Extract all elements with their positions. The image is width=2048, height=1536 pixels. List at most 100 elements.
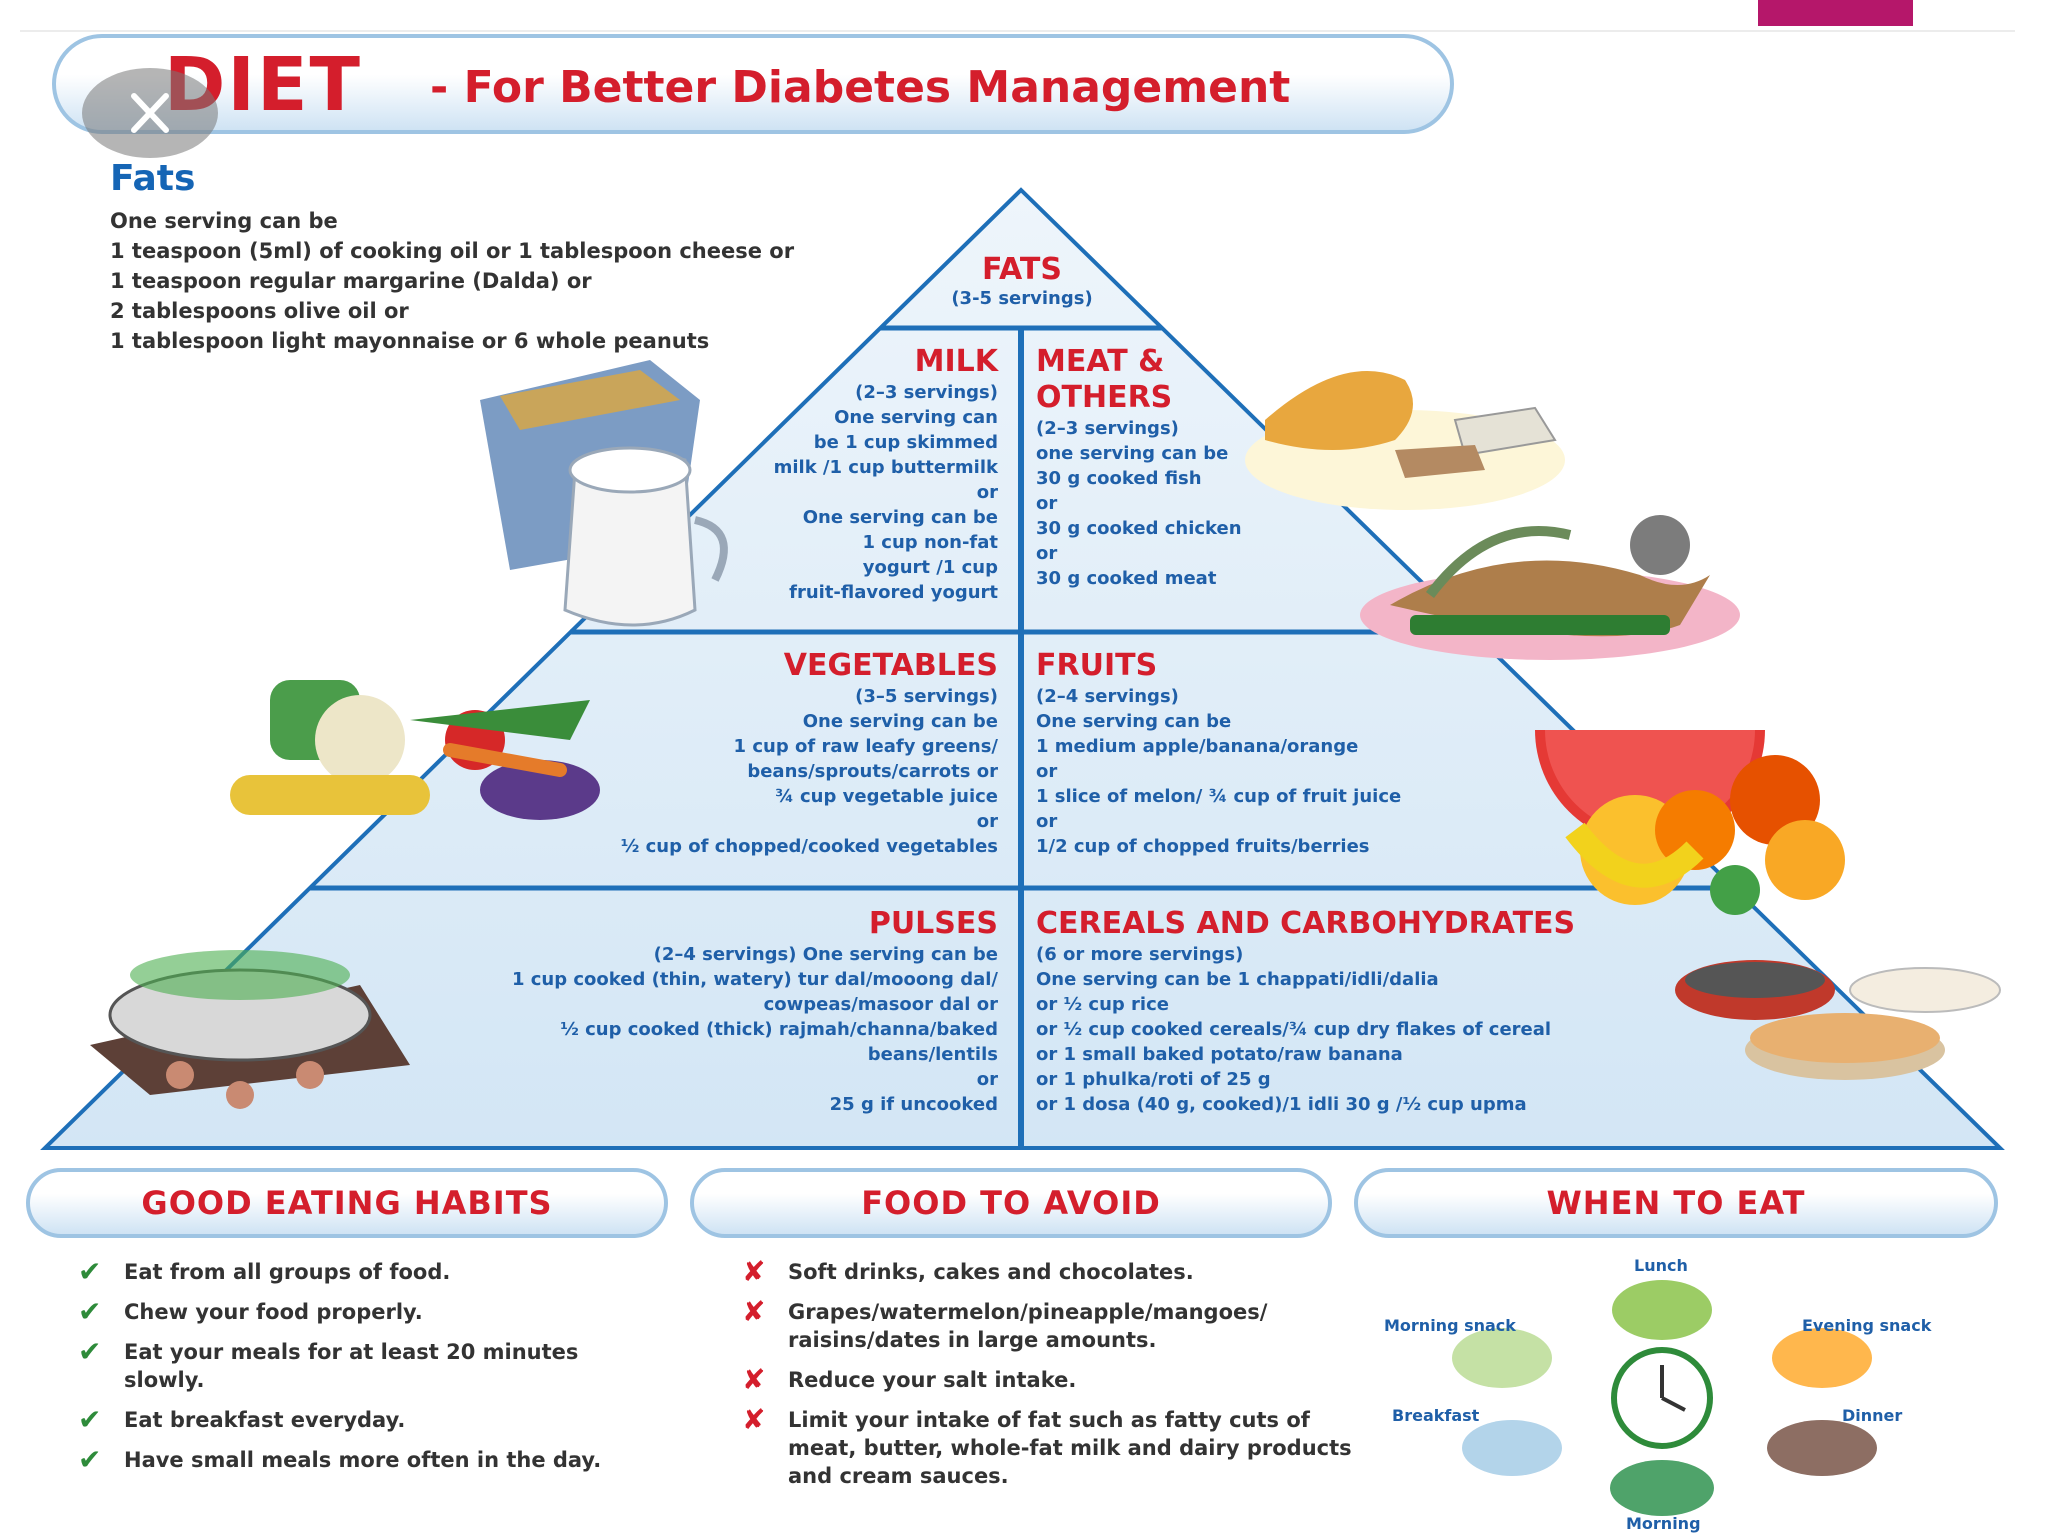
- meat-line: 30 g cooked fish: [1036, 468, 1202, 489]
- cross-icon: ✘: [742, 1363, 766, 1396]
- cereals-line: One serving can be 1 chappati/idli/dalia: [1036, 969, 1439, 990]
- fruits-line: or: [1036, 761, 1058, 782]
- milk-line: or: [976, 482, 998, 503]
- meat-line: or: [1036, 543, 1058, 564]
- vegetables-line: ½ cup of chopped/cooked vegetables: [620, 836, 998, 857]
- milk-line: (2–3 servings): [855, 382, 998, 403]
- meal-label-evening-snack: Evening snack: [1802, 1316, 1932, 1335]
- pulses-line: beans/lentils: [867, 1044, 998, 1065]
- vegetables-tier: VEGETABLES (3–5 servings) One serving ca…: [398, 648, 998, 859]
- list-item: ✔Chew your food properly.: [78, 1295, 423, 1328]
- meal-label-lunch: Lunch: [1634, 1256, 1688, 1275]
- milk-line: fruit-flavored yogurt: [789, 582, 998, 603]
- milk-line: yogurt /1 cup: [862, 557, 998, 578]
- close-button[interactable]: [82, 68, 218, 158]
- fats-heading: Fats: [110, 158, 196, 199]
- corner-tab[interactable]: [1758, 0, 1913, 26]
- milk-tier: MILK (2–3 servings) One serving can be 1…: [398, 344, 998, 605]
- meat-line: or: [1036, 493, 1058, 514]
- pulses-line: (2–4 servings) One serving can be: [653, 944, 998, 965]
- fish-illustration: [1360, 515, 1740, 660]
- pulses-line: cowpeas/masoor dal or: [763, 994, 998, 1015]
- list-item: ✔Have small meals more often in the day.: [78, 1443, 602, 1476]
- when-to-eat-header: WHEN TO EAT: [1354, 1168, 1998, 1238]
- meal-label-dinner: Dinner: [1842, 1406, 1903, 1425]
- vegetables-illustration: [230, 680, 600, 820]
- milk-title: MILK: [914, 344, 998, 379]
- list-item: ✘Reduce your salt intake.: [742, 1363, 1077, 1396]
- fruits-line: 1/2 cup of chopped fruits/berries: [1036, 836, 1370, 857]
- fruits-line: One serving can be: [1036, 711, 1232, 732]
- meal-label-morning-snack: Morning snack: [1384, 1316, 1516, 1335]
- vegetables-line: or: [976, 811, 998, 832]
- meal-label-morning: Morning: [1626, 1514, 1701, 1533]
- pulses-title: PULSES: [868, 906, 998, 941]
- milk-illustration: [480, 360, 728, 627]
- meal-clock-illustration: [1452, 1280, 1877, 1516]
- meat-tier: MEAT & OTHERS (2–3 servings) one serving…: [1036, 344, 1716, 591]
- list-item: ✔Eat from all groups of food.: [78, 1255, 451, 1288]
- check-icon: ✔: [78, 1335, 102, 1368]
- vegetables-line: (3–5 servings): [855, 686, 998, 707]
- top-divider: [20, 30, 2015, 32]
- fats-line: One serving can be: [110, 209, 338, 233]
- vegetables-line: 1 cup of raw leafy greens/: [733, 736, 998, 757]
- cereals-tier: CEREALS AND CARBOHYDRATES (6 or more ser…: [1036, 906, 1716, 1117]
- pulses-line: or: [976, 1069, 998, 1090]
- fruits-illustration: [1535, 730, 1845, 915]
- vegetables-title: VEGETABLES: [783, 648, 998, 683]
- check-icon: ✔: [78, 1403, 102, 1436]
- fats-serving-list: One serving can be 1 teaspoon (5ml) of c…: [110, 206, 990, 356]
- bread-cheese-illustration: [1245, 371, 1565, 510]
- meat-line: one serving can be: [1036, 443, 1229, 464]
- cross-icon: ✘: [742, 1255, 766, 1288]
- check-icon: ✔: [78, 1443, 102, 1476]
- cereals-line: or 1 phulka/roti of 25 g: [1036, 1069, 1271, 1090]
- cross-icon: ✘: [742, 1403, 766, 1436]
- title-banner: [52, 34, 1454, 134]
- fruits-tier: FRUITS (2–4 servings) One serving can be…: [1036, 648, 1716, 859]
- milk-line: One serving can be: [802, 507, 998, 528]
- vegetables-line: beans/sprouts/carrots or: [747, 761, 998, 782]
- check-icon: ✔: [78, 1255, 102, 1288]
- list-item: ✘Soft drinks, cakes and chocolates.: [742, 1255, 1194, 1288]
- fruits-line: or: [1036, 811, 1058, 832]
- good-habits-list: ✔Eat from all groups of food. ✔Chew your…: [72, 1258, 672, 1486]
- cereals-line: or 1 dosa (40 g, cooked)/1 idli 30 g /½ …: [1036, 1094, 1527, 1115]
- pulses-illustration: [90, 950, 410, 1109]
- list-item: ✔Eat breakfast everyday.: [78, 1403, 406, 1436]
- fats-line: 1 tablespoon light mayonnaise or 6 whole…: [110, 329, 710, 353]
- fruits-line: 1 slice of melon/ ¾ cup of fruit juice: [1036, 786, 1402, 807]
- list-item: ✔Eat your meals for at least 20 minutes …: [78, 1335, 579, 1393]
- fats-line: 2 tablespoons olive oil or: [110, 299, 409, 323]
- meat-title: MEAT &: [1036, 344, 1165, 379]
- cross-icon: ✘: [742, 1295, 766, 1328]
- meat-title-line2: OTHERS: [1036, 380, 1173, 415]
- meat-line: 30 g cooked chicken: [1036, 518, 1242, 539]
- cereals-line: (6 or more servings): [1036, 944, 1244, 965]
- milk-line: 1 cup non-fat: [862, 532, 998, 553]
- milk-line: milk /1 cup buttermilk: [773, 457, 998, 478]
- pulses-line: ½ cup cooked (thick) rajmah/channa/baked: [560, 1019, 998, 1040]
- meat-line: (2–3 servings): [1036, 418, 1179, 439]
- title-subtitle: - For Better Diabetes Management: [430, 62, 1291, 113]
- fats-line: 1 teaspoon regular margarine (Dalda) or: [110, 269, 592, 293]
- fruits-title: FRUITS: [1036, 648, 1158, 683]
- milk-line: be 1 cup skimmed: [813, 432, 998, 453]
- fats-line: 1 teaspoon (5ml) of cooking oil or 1 tab…: [110, 239, 795, 263]
- check-icon: ✔: [78, 1295, 102, 1328]
- fats-tier-servings: (3-5 servings): [951, 288, 1093, 309]
- milk-line: One serving can: [834, 407, 998, 428]
- cereals-line: or 1 small baked potato/raw banana: [1036, 1044, 1403, 1065]
- fats-tier-title: FATS: [981, 252, 1062, 287]
- good-habits-header: GOOD EATING HABITS: [26, 1168, 668, 1238]
- list-item: ✘Limit your intake of fat such as fatty …: [742, 1403, 1352, 1489]
- pulses-tier: PULSES (2–4 servings) One serving can be…: [398, 906, 998, 1117]
- food-avoid-list: ✘Soft drinks, cakes and chocolates. ✘Gra…: [736, 1255, 1352, 1502]
- close-icon: [131, 93, 169, 133]
- pulses-line: 25 g if uncooked: [829, 1094, 998, 1115]
- pulses-line: 1 cup cooked (thin, watery) tur dal/mooo…: [511, 969, 998, 990]
- meal-label-breakfast: Breakfast: [1392, 1406, 1480, 1425]
- vegetables-line: One serving can be: [802, 711, 998, 732]
